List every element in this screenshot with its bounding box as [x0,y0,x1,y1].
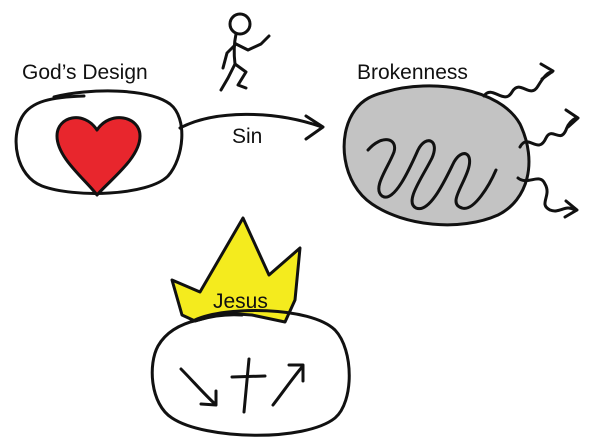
sin-label: Sin [232,126,262,147]
up-right-arrow-icon [273,365,303,405]
heart-icon [57,118,140,195]
jesus-circle [152,311,349,436]
brokenness-blob [344,86,529,225]
squiggly-arrow-top [484,64,553,97]
down-right-arrow-icon [181,369,216,405]
squiggly-arrow-middle [520,110,578,147]
gods-design-label: God’s Design [22,62,148,83]
running-stick-figure-icon [221,14,269,90]
brokenness-label: Brokenness [357,62,468,83]
cross-icon [232,359,265,412]
jesus-label: Jesus [213,291,268,312]
